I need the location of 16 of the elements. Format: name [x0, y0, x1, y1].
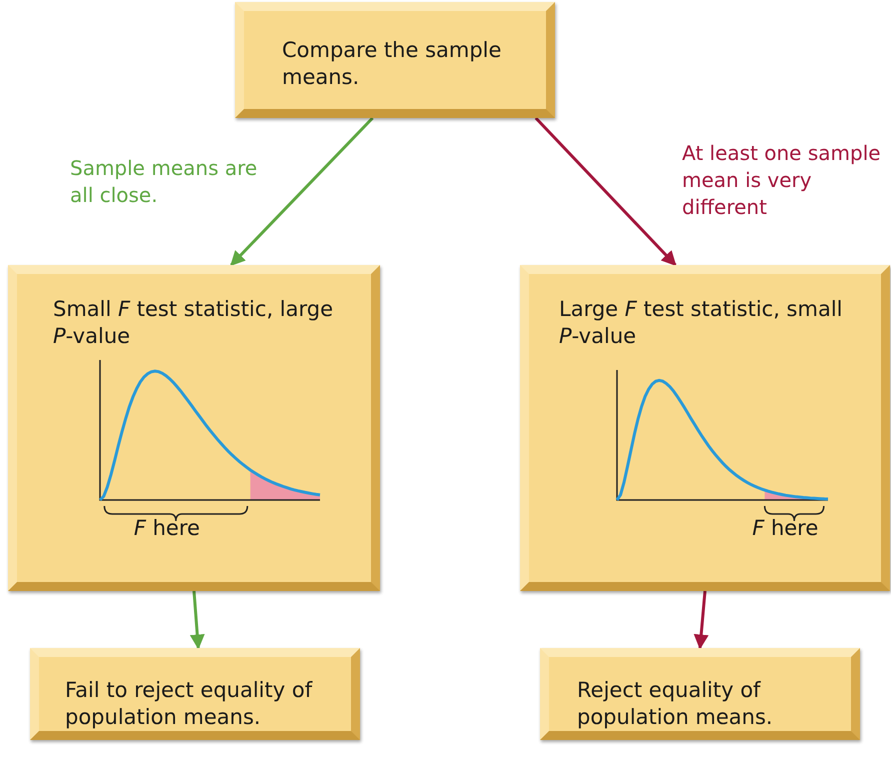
process-box — [235, 2, 555, 118]
arrow — [534, 116, 676, 266]
arrow — [190, 590, 205, 650]
node-text: F here — [751, 515, 820, 542]
arrow — [230, 116, 374, 266]
process-box — [30, 648, 360, 740]
process-box — [8, 265, 380, 591]
node-text: Fail to reject equality of population means. — [65, 677, 314, 732]
node-text: Small F test statistic, large P-value — [53, 296, 334, 350]
process-box — [520, 265, 890, 591]
node-text: Compare the sample means. — [282, 37, 502, 92]
arrow — [694, 590, 709, 650]
node-text: Large F test statistic, small P-value — [559, 296, 844, 350]
node-text: Reject equality of population means. — [577, 677, 774, 732]
process-box — [540, 648, 860, 740]
node-text: F here — [132, 515, 201, 542]
